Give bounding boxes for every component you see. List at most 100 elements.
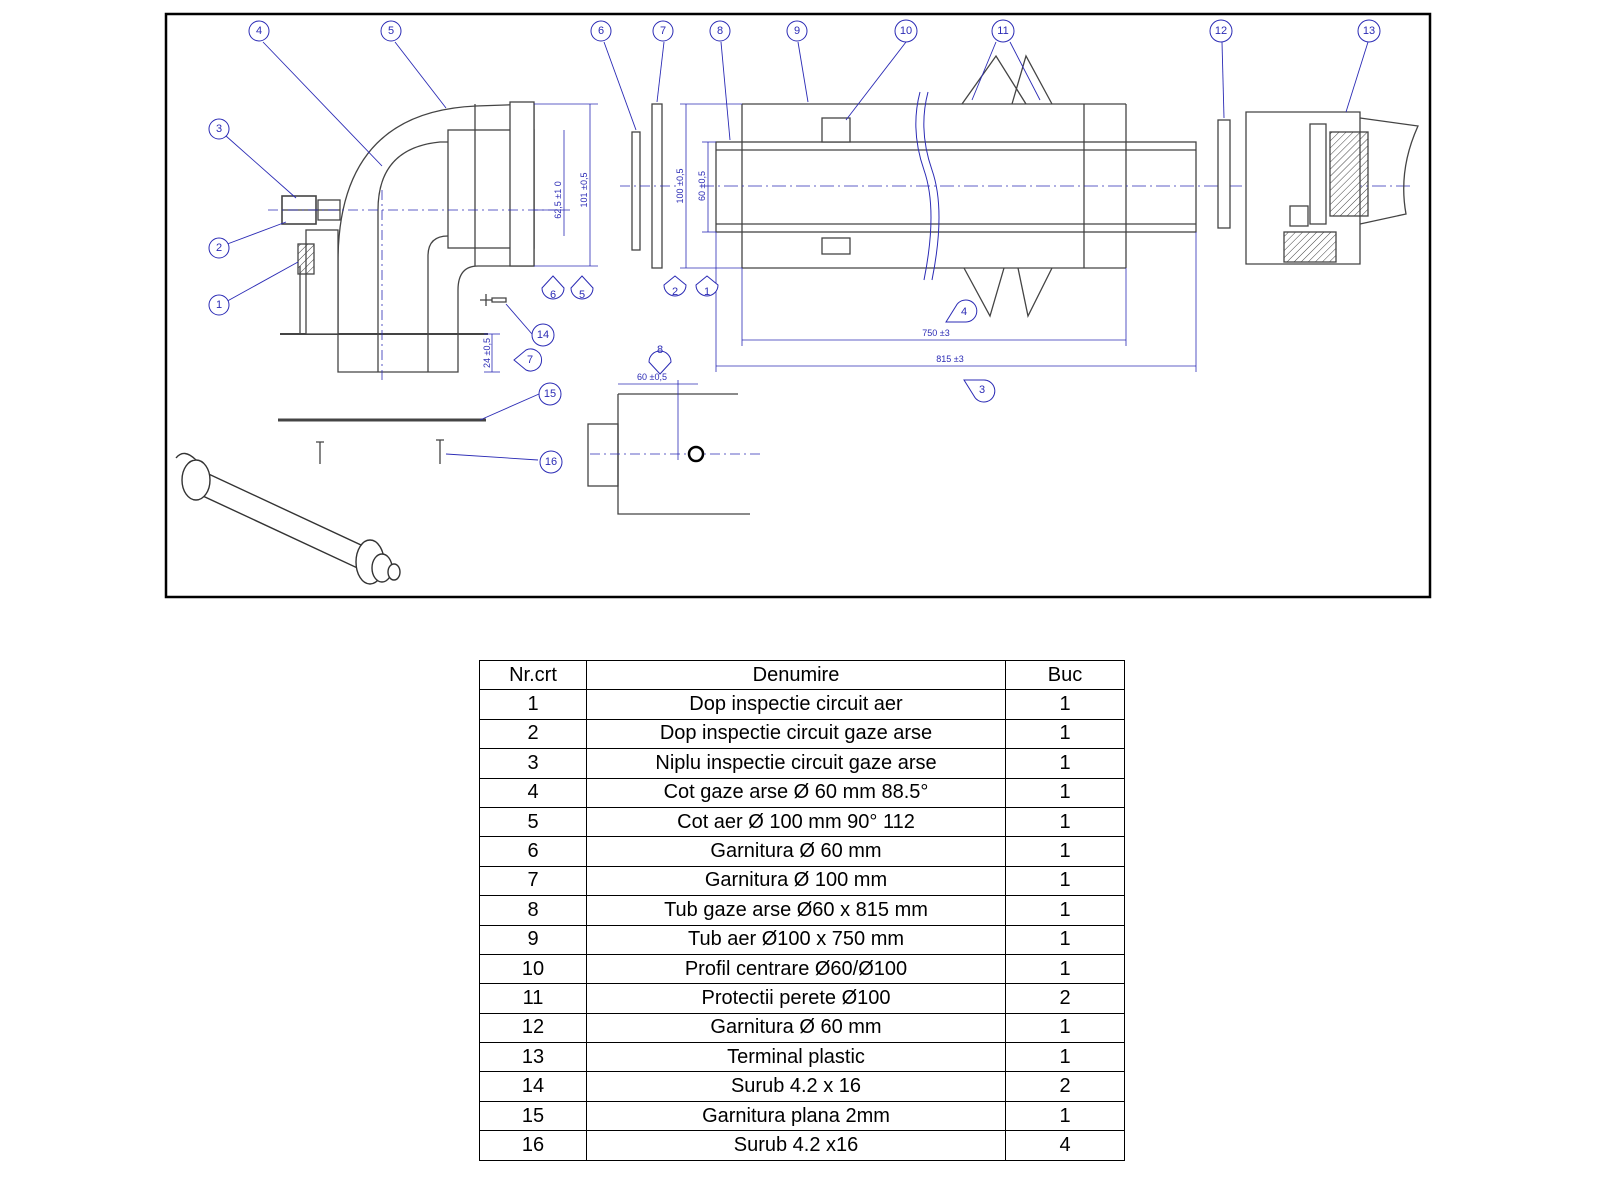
callout-9: 9: [786, 20, 808, 42]
ref-marker-2: 2: [663, 275, 687, 298]
svg-text:5: 5: [579, 289, 585, 301]
cell-denumire: Niplu inspectie circuit gaze arse: [586, 748, 1006, 779]
cell-nr-crt: 4: [479, 777, 587, 808]
cell-buc: 2: [1005, 983, 1125, 1014]
svg-text:6: 6: [598, 25, 604, 37]
svg-text:3: 3: [979, 384, 985, 396]
cell-buc: 1: [1005, 836, 1125, 867]
table-header-row: Nr.crt Denumire Buc: [479, 659, 1125, 691]
dim-60-detail: 60 ±0,5: [637, 372, 667, 382]
callout-14: 14: [531, 323, 555, 347]
svg-text:9: 9: [794, 25, 800, 37]
concentric-tube: [700, 54, 1410, 318]
callout-2: 2: [208, 237, 230, 259]
cell-buc: 1: [1005, 806, 1125, 838]
svg-text:14: 14: [537, 329, 549, 341]
cell-denumire: Profil centrare Ø60/Ø100: [586, 953, 1006, 985]
dim-60: 60 ±0,5: [697, 171, 707, 201]
ref-marker-4: 4: [945, 299, 978, 323]
callout-5: 5: [380, 20, 402, 42]
dim-815: 815 ±3: [936, 354, 963, 364]
svg-text:1: 1: [216, 299, 222, 311]
dim-100: 100 ±0,5: [675, 169, 685, 204]
cell-denumire: Garnitura Ø 60 mm: [586, 1012, 1006, 1044]
cell-denumire: Tub aer Ø100 x 750 mm: [586, 924, 1006, 955]
cell-buc: 1: [1005, 689, 1125, 720]
elbow-assembly: [268, 101, 560, 380]
cell-nr-crt: 3: [479, 748, 587, 779]
cell-denumire: Garnitura plana 2mm: [586, 1100, 1006, 1132]
cell-nr-crt: 6: [479, 836, 587, 867]
cell-denumire: Garnitura Ø 100 mm: [586, 865, 1006, 897]
cell-denumire: Dop inspectie circuit aer: [586, 689, 1006, 720]
svg-text:10: 10: [900, 25, 912, 37]
cell-denumire: Tub gaze arse Ø60 x 815 mm: [586, 895, 1006, 926]
cell-buc: 1: [1005, 865, 1125, 897]
technical-drawing: 62,5 ±1 0 101 ±0,5 24 ±0,5: [164, 12, 1432, 599]
svg-text:1: 1: [704, 286, 710, 298]
cell-buc: 1: [1005, 1042, 1125, 1073]
cell-nr-crt: 5: [479, 806, 587, 838]
cell-buc: 1: [1005, 748, 1125, 779]
ref-marker-8: 8: [648, 344, 672, 375]
dim-62-5: 62,5 ±1 0: [553, 181, 563, 218]
tube-dimensions: [680, 103, 1197, 372]
cell-nr-crt: 16: [479, 1130, 587, 1161]
callout-3: 3: [208, 118, 230, 140]
terminal-assembly: [1217, 111, 1419, 265]
svg-text:6: 6: [550, 289, 556, 301]
cell-buc: 1: [1005, 924, 1125, 955]
dim-101: 101 ±0,5: [579, 173, 589, 208]
cell-buc: 1: [1005, 953, 1125, 985]
cell-nr-crt: 15: [479, 1100, 587, 1132]
callout-1: 1: [208, 294, 230, 316]
ref-marker-6: 6: [541, 275, 565, 301]
cell-denumire: Cot aer Ø 100 mm 90° 112: [586, 806, 1006, 838]
cell-buc: 1: [1005, 718, 1125, 750]
cell-buc: 1: [1005, 777, 1125, 808]
ref-marker-1: 1: [695, 275, 719, 298]
header-nr-crt: Nr.crt: [479, 659, 587, 691]
callout-16: 16: [539, 450, 563, 474]
ref-marker-5: 5: [570, 275, 594, 301]
svg-text:8: 8: [717, 25, 723, 37]
leader-lines: [221, 41, 1369, 461]
detail-view: [587, 380, 760, 515]
cell-nr-crt: 9: [479, 924, 587, 955]
svg-text:2: 2: [672, 286, 678, 298]
callout-11: 11: [991, 19, 1015, 43]
cell-nr-crt: 11: [479, 983, 587, 1014]
svg-text:7: 7: [527, 354, 533, 366]
cell-nr-crt: 7: [479, 865, 587, 897]
callout-8: 8: [709, 20, 731, 42]
svg-text:11: 11: [997, 25, 1008, 37]
header-denumire: Denumire: [586, 659, 1006, 691]
cell-buc: 1: [1005, 1012, 1125, 1044]
callout-13: 13: [1357, 19, 1381, 43]
dim-750: 750 ±3: [922, 328, 949, 338]
cell-denumire: Cot gaze arse Ø 60 mm 88.5°: [586, 777, 1006, 808]
cell-nr-crt: 12: [479, 1012, 587, 1044]
svg-text:3: 3: [216, 123, 222, 135]
cell-denumire: Protectii perete Ø100: [586, 983, 1006, 1014]
ref-marker-3: 3: [963, 379, 996, 403]
callout-6: 6: [590, 20, 612, 42]
svg-text:4: 4: [256, 25, 262, 37]
elbow-dimensions: [484, 103, 598, 373]
cell-buc: 2: [1005, 1071, 1125, 1102]
svg-text:13: 13: [1363, 25, 1375, 37]
callout-10: 10: [894, 19, 918, 43]
